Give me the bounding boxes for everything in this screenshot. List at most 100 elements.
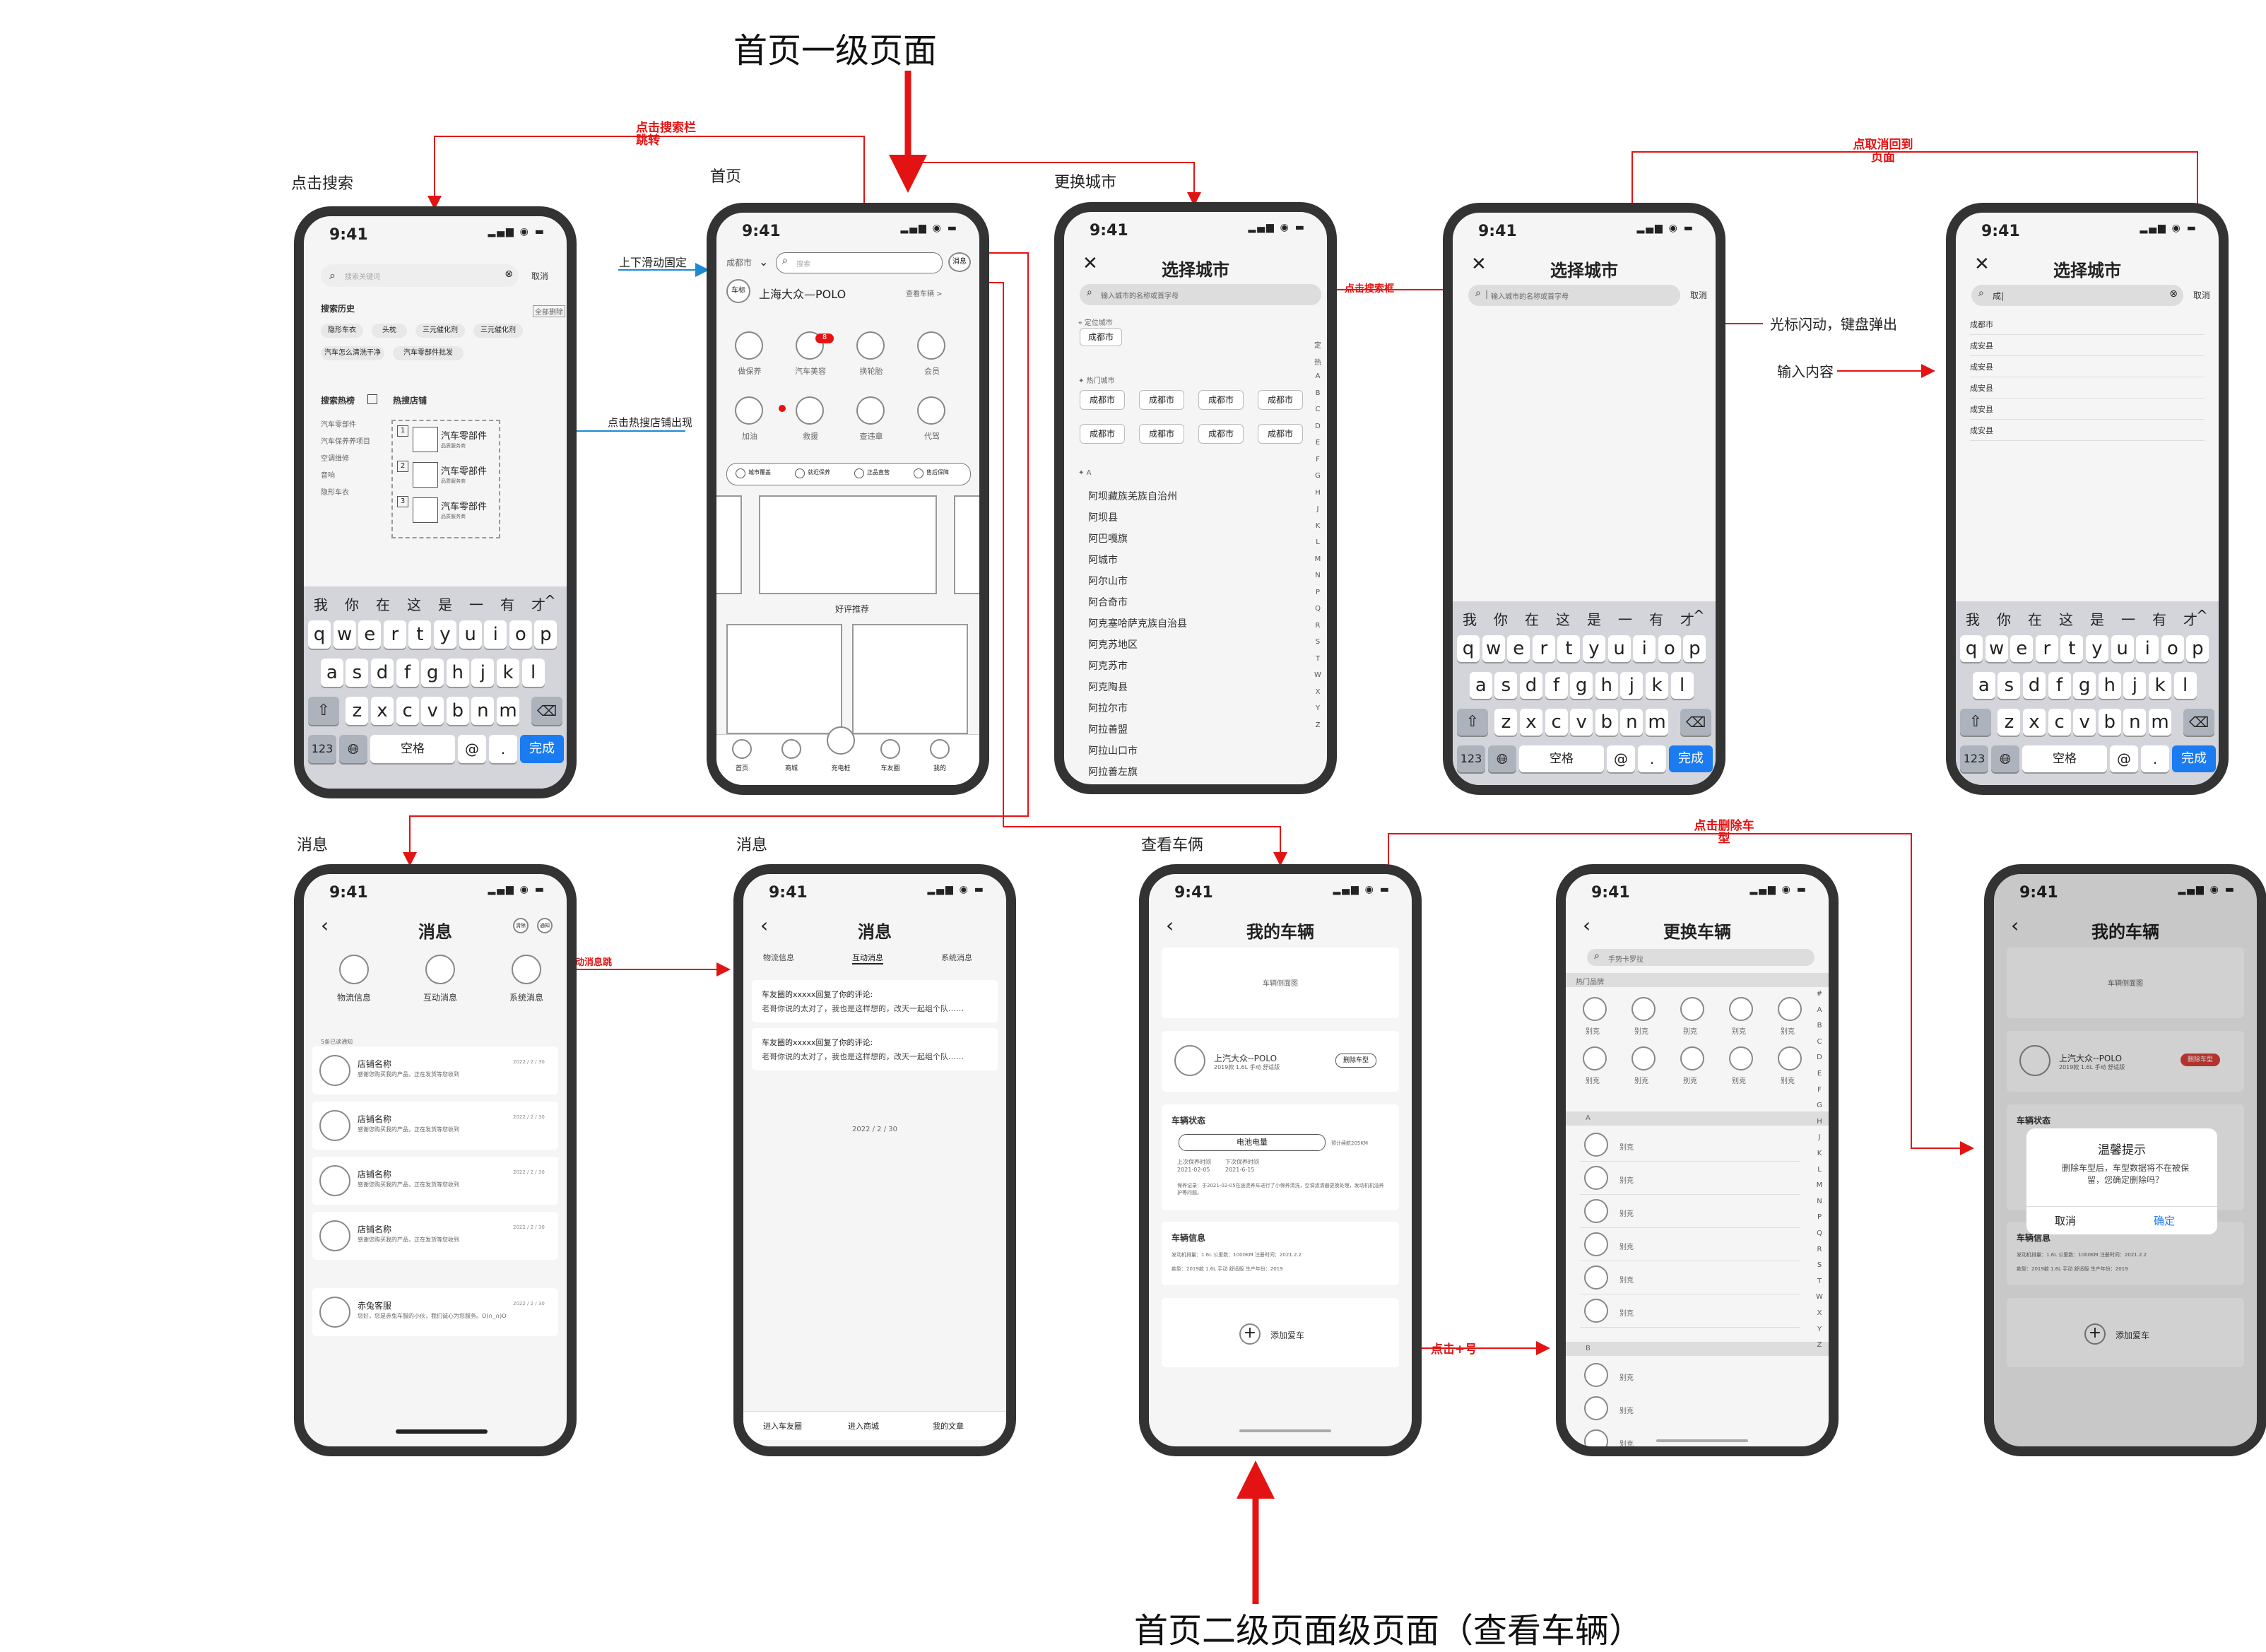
search-input[interactable]: ⌕ 手势卡罗拉 <box>1587 949 1814 966</box>
hot-shop-tab[interactable]: 热搜店铺 <box>393 396 427 406</box>
key-m[interactable]: m <box>1646 709 1668 736</box>
key-t[interactable]: t <box>1557 635 1581 662</box>
search-input[interactable]: ⌕ 成| ⊗ <box>1971 285 2183 306</box>
brand-name[interactable]: 别克 <box>1732 1078 1746 1085</box>
candidate-char[interactable]: 才 <box>2183 611 2197 628</box>
brand-name[interactable]: 别克 <box>1634 1078 1648 1085</box>
index-letter[interactable]: R <box>1817 1245 1822 1253</box>
candidate-char[interactable]: 一 <box>469 596 483 613</box>
key-v[interactable]: v <box>421 697 444 725</box>
brand-name[interactable]: 别克 <box>1619 1408 1634 1415</box>
result-item[interactable]: 成安县 <box>1970 341 1993 350</box>
tab-icon[interactable] <box>781 739 801 759</box>
key-e[interactable]: e <box>1507 635 1530 662</box>
brand-name[interactable]: 别克 <box>1619 1144 1634 1152</box>
brand-logo[interactable] <box>1680 997 1704 1021</box>
back-icon[interactable]: ‹ <box>1583 914 1591 937</box>
service-icon[interactable] <box>856 396 885 425</box>
city-selector[interactable]: 成都市 <box>726 258 753 268</box>
globe-icon[interactable]: 🌐︎ <box>1991 745 2019 772</box>
close-icon[interactable]: ✕ <box>1082 253 1098 274</box>
dot-key[interactable]: . <box>489 735 517 763</box>
add-car-card[interactable]: + 添加爱车 <box>2007 1298 2244 1367</box>
brand-name[interactable]: 别克 <box>1586 1078 1600 1085</box>
history-chip[interactable]: 三元催化剂 <box>415 324 465 338</box>
brand-name[interactable]: 别克 <box>1781 1028 1795 1036</box>
chevron-up-icon[interactable]: ^ <box>1693 607 1705 624</box>
key-c[interactable]: c <box>396 697 419 725</box>
key-t[interactable]: t <box>2060 635 2084 662</box>
bell-icon[interactable]: 通知 <box>537 918 553 933</box>
bottom-link[interactable]: 进入商城 <box>848 1422 879 1431</box>
at-key[interactable]: @ <box>458 735 486 763</box>
key-p[interactable]: p <box>1683 635 1706 662</box>
brand-logo[interactable] <box>1584 1396 1608 1420</box>
index-letter[interactable]: J <box>1818 1133 1821 1142</box>
close-icon[interactable]: ✕ <box>1471 254 1487 275</box>
tab-icon[interactable] <box>880 739 900 759</box>
candidate-char[interactable]: 是 <box>1587 611 1601 628</box>
brand-name[interactable]: 别克 <box>1619 1177 1634 1185</box>
message-button[interactable]: 消息 <box>948 252 971 272</box>
brand-logo[interactable] <box>1583 1046 1607 1070</box>
brand-name[interactable]: 别克 <box>1683 1028 1697 1036</box>
index-letter[interactable]: K <box>1315 521 1321 530</box>
recommend-card-2[interactable] <box>852 624 968 734</box>
city-item[interactable]: 阿拉善右旗 <box>1088 788 1138 794</box>
add-car-label[interactable]: 添加爱车 <box>2115 1331 2150 1340</box>
index-letter[interactable]: E <box>1315 439 1321 447</box>
reply-item[interactable] <box>752 980 998 1022</box>
index-letter[interactable]: H <box>1315 488 1321 497</box>
service-icon[interactable] <box>917 331 945 360</box>
back-icon[interactable]: ‹ <box>1166 914 1174 937</box>
search-input[interactable]: ⌕ 搜索关键词 ⊗ <box>321 264 519 287</box>
shift-icon[interactable]: ⇧ <box>308 697 339 725</box>
backspace-icon[interactable]: ⌫ <box>2183 709 2214 736</box>
index-letter[interactable]: Y <box>1817 1325 1822 1333</box>
key-n[interactable]: n <box>471 697 495 725</box>
hot-city[interactable]: 成都市 <box>1139 424 1184 444</box>
index-letter[interactable]: L <box>1316 538 1320 546</box>
key-x[interactable]: x <box>2023 709 2046 736</box>
key-u[interactable]: u <box>1607 635 1631 662</box>
key-g[interactable]: g <box>421 659 444 687</box>
key-z[interactable]: z <box>346 697 369 725</box>
tab-icon[interactable] <box>827 726 855 755</box>
key-i[interactable]: i <box>484 620 507 649</box>
service-icon[interactable] <box>856 331 885 360</box>
hot-item[interactable]: 隐形车衣 <box>321 489 349 497</box>
index-letter[interactable]: G <box>1315 472 1321 480</box>
city-item[interactable]: 阿拉山口市 <box>1088 745 1138 757</box>
index-letter[interactable]: S <box>1817 1261 1822 1270</box>
cancel-button[interactable]: 取消 <box>1690 290 1708 300</box>
index-letter[interactable]: N <box>1315 572 1321 579</box>
service-label[interactable]: 加油 <box>742 432 757 441</box>
city-item[interactable]: 阿城市 <box>1088 555 1118 566</box>
index-letter[interactable]: A <box>1817 1005 1822 1014</box>
clear-icon[interactable]: ⊗ <box>2169 288 2178 300</box>
delete-car-button[interactable]: 删除车型 <box>2181 1054 2220 1066</box>
hot-item[interactable]: 汽车零部件 <box>321 421 356 429</box>
index-letter[interactable]: J <box>1316 505 1319 513</box>
backspace-icon[interactable]: ⌫ <box>1680 709 1711 736</box>
key-i[interactable]: i <box>2136 635 2159 662</box>
space-key[interactable]: 空格 <box>2022 745 2107 772</box>
result-item[interactable]: 成安县 <box>1970 384 1993 393</box>
index-letter[interactable]: A <box>1315 372 1321 380</box>
key-w[interactable]: w <box>1482 635 1505 662</box>
service-icon[interactable] <box>796 396 824 425</box>
key-k[interactable]: k <box>2149 672 2171 699</box>
key-u[interactable]: u <box>2111 635 2134 662</box>
candidate-char[interactable]: 我 <box>1966 611 1980 628</box>
key-m[interactable]: m <box>2149 709 2171 736</box>
shop-name[interactable]: 汽车零部件 <box>441 466 488 477</box>
key-d[interactable]: d <box>371 659 394 687</box>
tab-icon[interactable] <box>732 739 752 759</box>
index-letter[interactable]: L <box>1817 1165 1822 1174</box>
city-item[interactable]: 阿拉尔市 <box>1088 703 1128 714</box>
key-o[interactable]: o <box>2161 635 2184 662</box>
key-123[interactable]: 123 <box>1960 745 1988 772</box>
hot-city[interactable]: 成都市 <box>1198 424 1244 444</box>
brand-logo[interactable] <box>1584 1429 1608 1446</box>
key-h[interactable]: h <box>2098 672 2121 699</box>
